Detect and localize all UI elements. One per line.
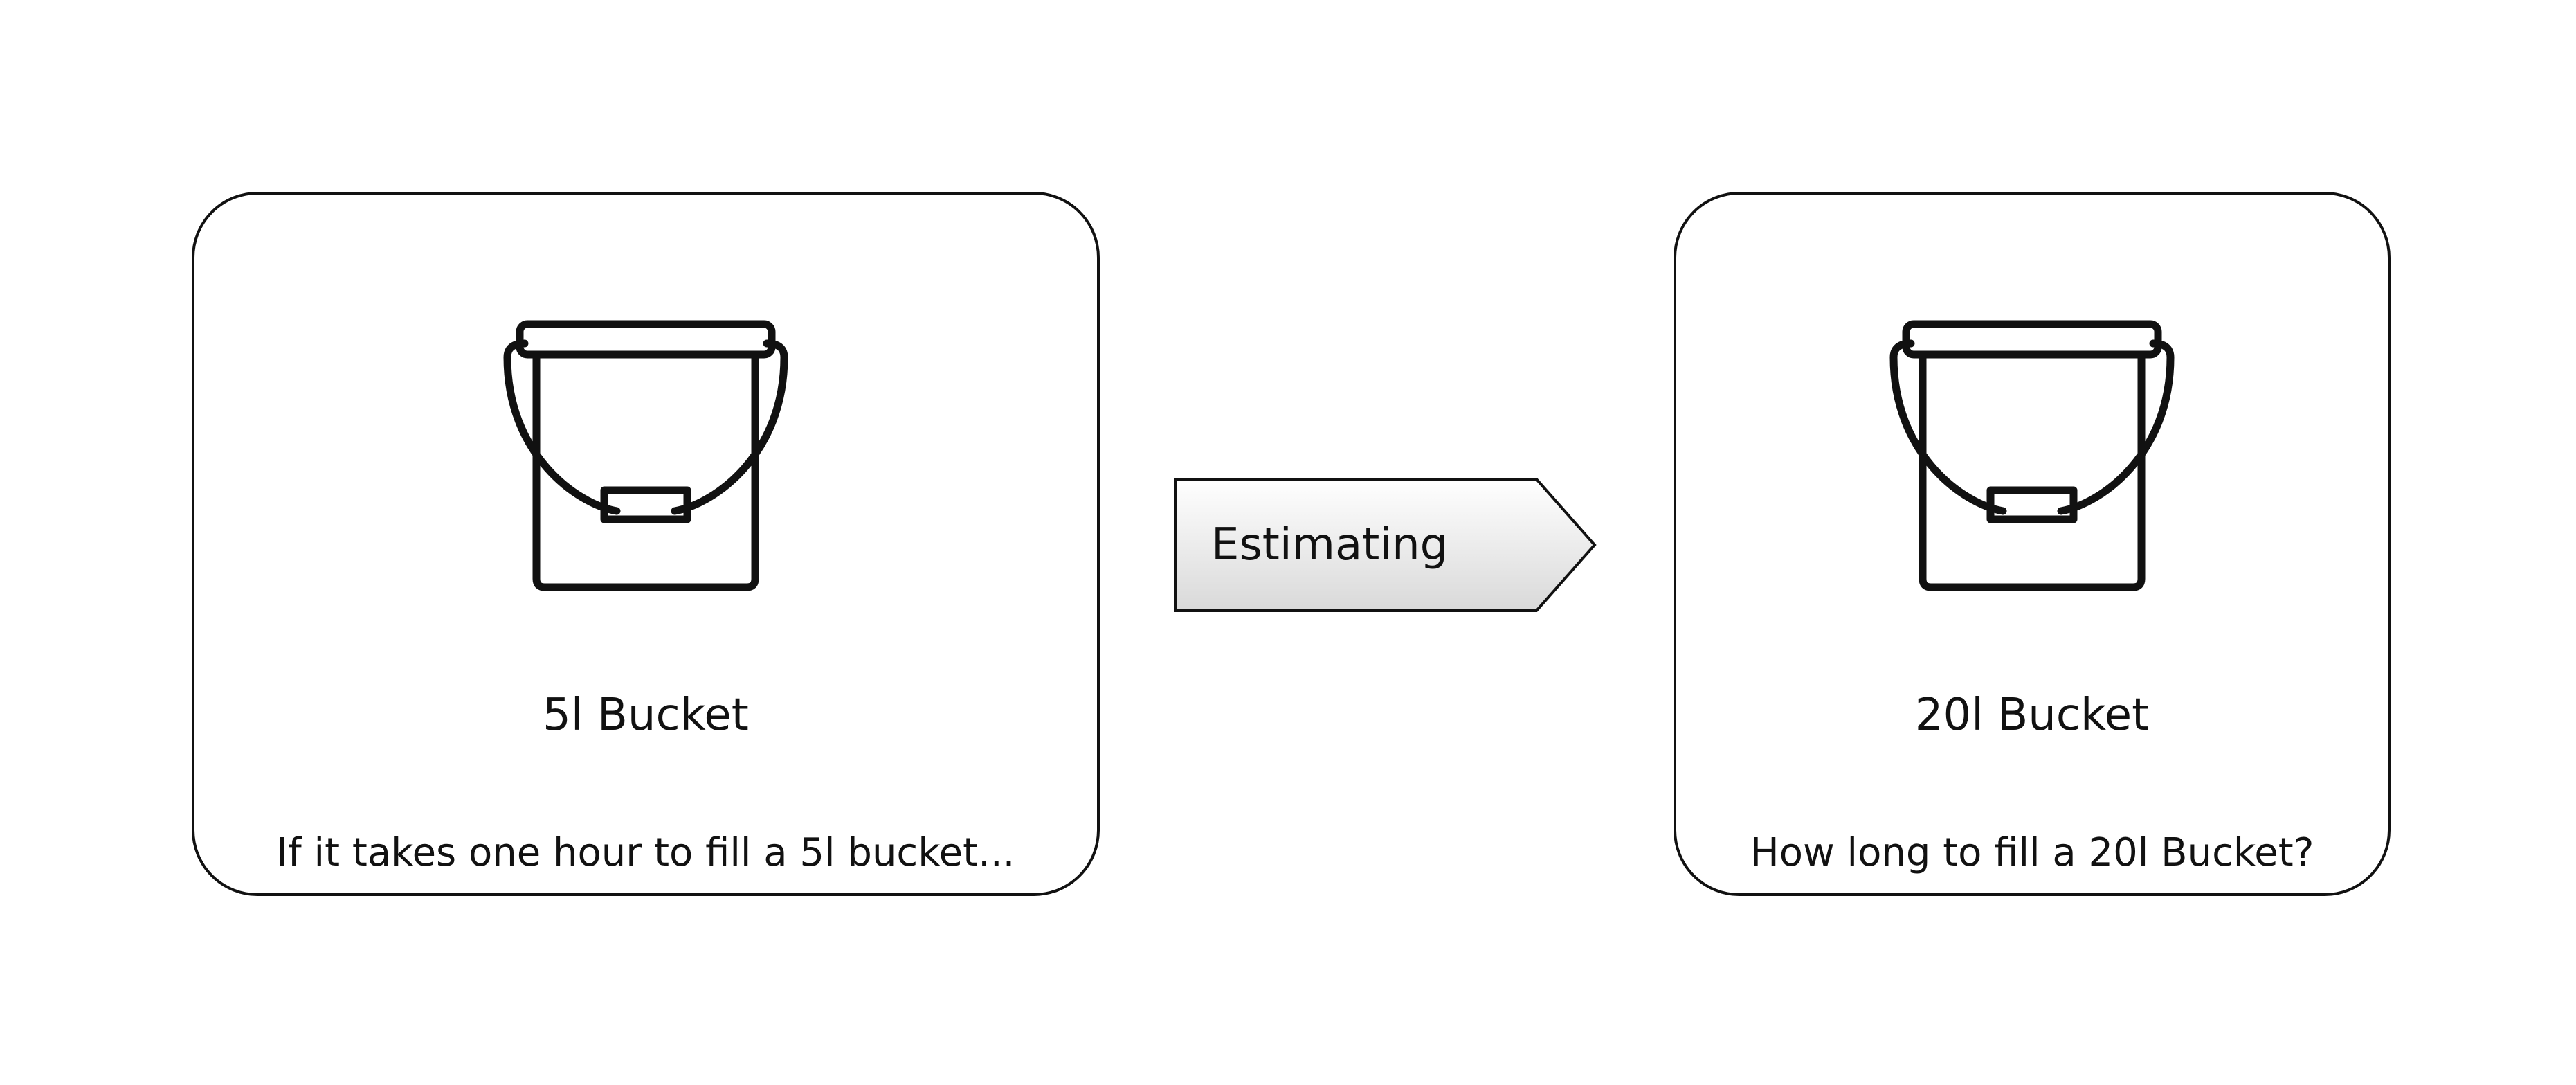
target-bucket-title: 20l Bucket	[1914, 690, 2150, 741]
estimating-label: Estimating	[1211, 519, 1449, 571]
bucket-icon	[1880, 316, 2184, 600]
estimating-arrow: Estimating	[1174, 478, 1597, 612]
target-bucket-caption: How long to fill a 20l Bucket?	[1750, 830, 2314, 875]
bucket-icon	[493, 316, 798, 600]
source-bucket-title: 5l Bucket	[543, 690, 749, 741]
source-bucket-card: 5l Bucket If it takes one hour to fill a…	[192, 192, 1100, 896]
target-bucket-card: 20l Bucket How long to fill a 20l Bucket…	[1674, 192, 2391, 896]
source-bucket-caption: If it takes one hour to fill a 5l bucket…	[276, 830, 1015, 875]
